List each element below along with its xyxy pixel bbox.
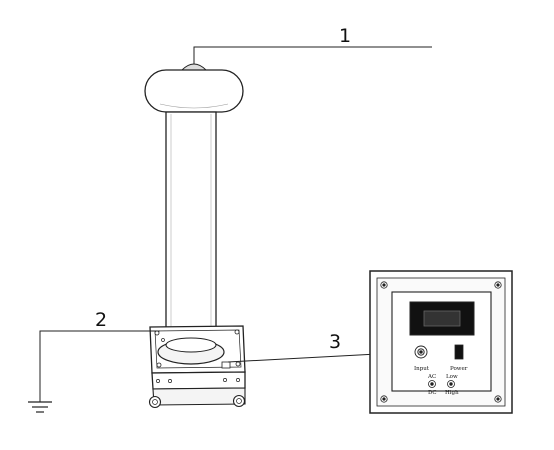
callout-1: 1 [339,25,351,47]
high-label: High [445,390,459,396]
low-label: Low [446,374,458,380]
acdc-selector[interactable] [428,380,436,388]
range-selector[interactable] [447,380,455,388]
panel-screws [380,281,502,403]
ac-label: AC [427,374,436,380]
ground-icon [28,401,52,413]
callout-2: 2 [95,309,107,331]
grading-ring [144,63,244,113]
hv-lead-wire [193,46,432,66]
divider-base [148,325,246,409]
dc-label: DC [428,390,437,396]
divider-column [165,111,217,339]
power-label: Power [450,366,468,372]
callout-3: 3 [329,331,341,353]
input-label: Input [414,366,430,372]
measuring-instrument [369,270,513,414]
ground-wire [39,330,160,402]
power-switch[interactable] [454,344,464,360]
input-connector[interactable] [414,345,428,359]
